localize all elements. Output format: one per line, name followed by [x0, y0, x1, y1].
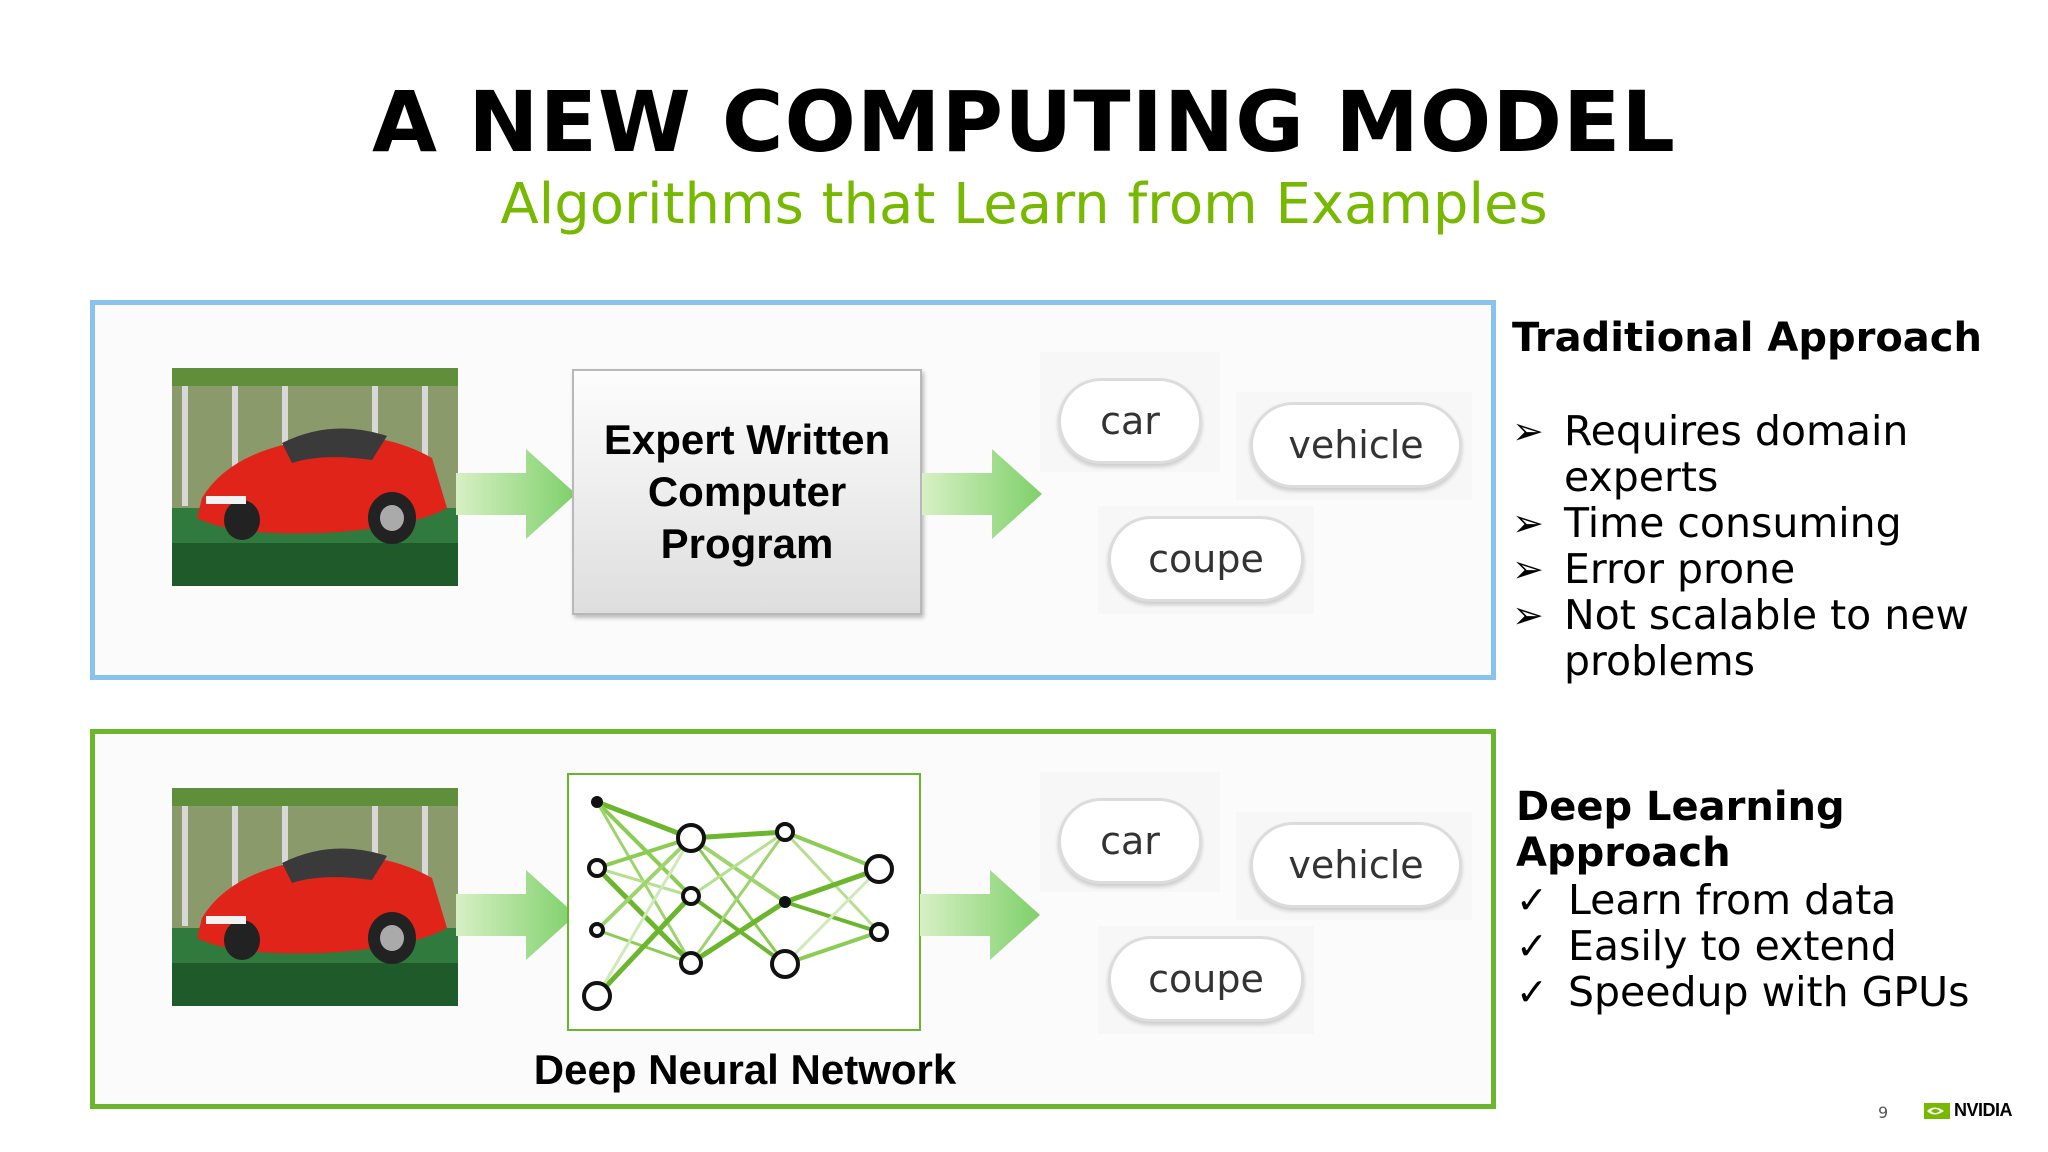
deep-learning-bullet: ✓ Speedup with GPUs	[1516, 969, 2036, 1015]
traditional-bullet: ➢ Time consuming	[1512, 500, 2042, 546]
checkmark-icon: ✓	[1516, 970, 1548, 1014]
label-tag-vehicle: vehicle	[1250, 822, 1462, 908]
bullet-text: Requires domain experts	[1564, 407, 1909, 501]
deep-learning-bullet: ✓ Easily to extend	[1516, 923, 2036, 969]
expert-program-box: Expert Written Computer Program	[572, 369, 922, 615]
traditional-bullet-list: ➢ Requires domain experts ➢ Time consuming…	[1512, 408, 2042, 684]
bullet-text: Speedup with GPUs	[1568, 968, 1970, 1016]
arrowhead-bullet-icon: ➢	[1512, 547, 1544, 591]
output-arrow	[922, 449, 1042, 539]
deep-learning-heading: Deep Learning Approach	[1516, 784, 1845, 876]
slide-subtitle: Algorithms that Learn from Examples	[500, 172, 1548, 237]
traditional-bullet: ➢ Not scalable to new problems	[1512, 592, 1994, 684]
output-arrow	[920, 870, 1040, 960]
car-image-stack	[142, 788, 458, 1034]
nvidia-eye-icon	[1924, 1102, 1950, 1119]
neural-network-box	[567, 773, 921, 1031]
traditional-heading: Traditional Approach	[1512, 315, 1982, 361]
input-arrow	[456, 449, 576, 539]
car-photo-graphic	[172, 788, 458, 1006]
input-arrow	[456, 870, 576, 960]
traditional-bullet: ➢ Requires domain experts	[1512, 408, 2042, 500]
slide-title: A NEW COMPUTING MODEL	[372, 73, 1676, 171]
deep-learning-bullet-list: ✓ Learn from data ✓ Easily to extend ✓ Spee…	[1516, 877, 2036, 1015]
bullet-text: Time consuming	[1564, 499, 1902, 547]
label-tag-coupe: coupe	[1108, 516, 1304, 602]
arrowhead-bullet-icon: ➢	[1512, 501, 1544, 545]
nvidia-logo: NVIDIA	[1924, 1100, 2013, 1121]
label-tag-car: car	[1058, 378, 1202, 464]
bullet-text: Easily to extend	[1568, 922, 1897, 970]
network-edges	[594, 799, 882, 999]
checkmark-icon: ✓	[1516, 924, 1548, 968]
deep-learning-bullet: ✓ Learn from data	[1516, 877, 2036, 923]
label-tag-car: car	[1058, 798, 1202, 884]
bullet-text: Not scalable to new problems	[1564, 591, 1970, 685]
car-photo	[172, 368, 458, 586]
bullet-text: Error prone	[1564, 545, 1796, 593]
network-nodes	[582, 796, 894, 1011]
label-tag-coupe: coupe	[1108, 936, 1304, 1022]
arrowhead-bullet-icon: ➢	[1512, 409, 1544, 453]
car-image-stack	[142, 368, 458, 614]
page-number: 9	[1878, 1103, 1889, 1122]
neural-network-caption: Deep Neural Network	[533, 1046, 957, 1093]
neural-network-diagram	[582, 796, 894, 1011]
traditional-bullet: ➢ Error prone	[1512, 546, 2042, 592]
label-tag-vehicle: vehicle	[1250, 402, 1462, 488]
bullet-text: Learn from data	[1568, 876, 1897, 924]
arrowhead-bullet-icon: ➢	[1512, 593, 1544, 637]
checkmark-icon: ✓	[1516, 878, 1548, 922]
car-photo-graphic	[172, 368, 458, 586]
nvidia-wordmark: NVIDIA	[1954, 1100, 2013, 1120]
car-photo	[172, 788, 458, 1006]
